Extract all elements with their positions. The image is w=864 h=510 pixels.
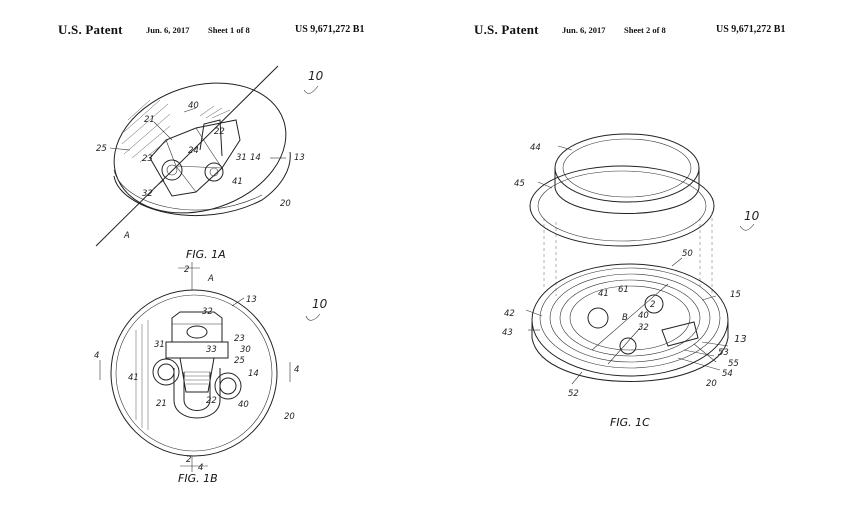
ref-label: 2 <box>184 265 189 275</box>
ref-label: 45 <box>514 179 525 189</box>
ref-label: 50 <box>682 249 693 259</box>
ref-label: 20 <box>280 199 291 209</box>
patent-date: Jun. 6, 2017 <box>562 25 606 35</box>
ref-label: 53 <box>718 348 729 358</box>
ref-label: 44 <box>530 143 541 153</box>
disk-top <box>113 82 287 214</box>
flange-45 <box>529 165 715 247</box>
ring-44-side <box>554 168 700 214</box>
valve-41 <box>587 307 609 329</box>
patent-date: Jun. 6, 2017 <box>146 25 190 35</box>
ref-label: 10 <box>312 297 328 311</box>
ref-label: 21 <box>156 399 167 409</box>
patent-number: US 9,671,272 B1 <box>716 24 786 35</box>
ref-label: 30 <box>240 345 251 355</box>
patent-sheet-2: U.S. Patent Jun. 6, 2017 Sheet 2 of 8 US… <box>432 0 864 510</box>
ref-label: 24 <box>188 146 199 156</box>
ref-label: A <box>123 231 130 241</box>
ref-label: 40 <box>238 400 249 410</box>
ref-label: 41 <box>128 373 139 383</box>
valve-41 <box>204 162 224 182</box>
ref-label: A <box>207 274 214 284</box>
ref-label: 31 <box>154 340 165 350</box>
ref-label: 25 <box>96 144 107 154</box>
ref-label: 10 <box>744 209 760 223</box>
disk-side <box>113 151 291 217</box>
ref-label: B <box>622 313 628 323</box>
u-channel <box>173 368 221 419</box>
drawing-sheet-2: 44 45 10 50 15 41 61 2 42 43 B 40 32 13 … <box>502 133 760 429</box>
patent-sheet-1: U.S. Patent Jun. 6, 2017 Sheet 1 of 8 US… <box>58 22 365 485</box>
ref-label: 14 <box>250 153 261 163</box>
axis-line-a <box>95 65 279 247</box>
disk-plan-view <box>110 289 278 457</box>
ref-label: 13 <box>294 153 305 163</box>
valve-41 <box>152 358 180 386</box>
slot-feature <box>661 321 699 347</box>
patent-title: U.S. Patent <box>474 22 539 37</box>
ref-label: 40 <box>638 311 649 321</box>
ref-label: 40 <box>188 101 199 111</box>
ref-label: 2 <box>186 455 191 465</box>
ring-44-top <box>554 133 700 203</box>
ref-label: 22 <box>206 396 217 406</box>
ref-label: 21 <box>144 115 155 125</box>
ref-label: 61 <box>618 285 629 295</box>
base-disk-side <box>531 322 729 382</box>
ref-label: 10 <box>308 69 324 83</box>
drawing-sheet-1: 10 40 21 25 23 24 22 31 14 13 41 32 20 A… <box>94 65 328 485</box>
ref-label: 23 <box>142 154 153 164</box>
valve-40 <box>214 372 242 400</box>
ref-label: 54 <box>722 369 733 379</box>
ref-label: 4 <box>94 351 99 361</box>
ref-label: 25 <box>234 356 245 366</box>
ref-label: 22 <box>214 127 225 137</box>
valve-post <box>199 119 223 157</box>
ref-label: 14 <box>248 369 259 379</box>
ref-label: 33 <box>206 345 217 355</box>
patent-number: US 9,671,272 B1 <box>295 24 365 35</box>
ref-label: 20 <box>706 379 717 389</box>
ref-label: 32 <box>202 307 213 317</box>
ref-label: 13 <box>246 295 257 305</box>
ref-label: 32 <box>142 189 153 199</box>
patent-title: U.S. Patent <box>58 22 123 37</box>
ref-label: 2 <box>650 300 655 310</box>
ref-label: 52 <box>568 389 579 399</box>
ref-label: 20 <box>284 412 295 422</box>
nut-block <box>149 119 241 197</box>
ref-label: 32 <box>638 323 649 333</box>
ref-label: 4 <box>294 365 299 375</box>
ref-label: 43 <box>502 328 513 338</box>
ref-label: 13 <box>734 334 747 345</box>
ref-label: 4 <box>198 463 203 473</box>
base-block <box>165 341 229 359</box>
ref-label: 23 <box>234 334 245 344</box>
figure-caption: FIG. 1C <box>610 416 650 429</box>
ref-label: 55 <box>728 359 739 369</box>
figure-caption: FIG. 1A <box>186 248 226 261</box>
threaded-hole <box>161 159 183 181</box>
ref-label: 41 <box>232 177 243 187</box>
ref-label: 15 <box>730 290 741 300</box>
ball-32 <box>619 337 637 355</box>
sheet-number: Sheet 1 of 8 <box>208 25 250 35</box>
ref-label: 42 <box>504 309 515 319</box>
base-disk-top <box>531 263 729 377</box>
sheet-number: Sheet 2 of 8 <box>624 25 666 35</box>
ref-label: 41 <box>598 289 609 299</box>
figure-caption: FIG. 1B <box>178 472 218 485</box>
ref-label: 31 <box>236 153 247 163</box>
